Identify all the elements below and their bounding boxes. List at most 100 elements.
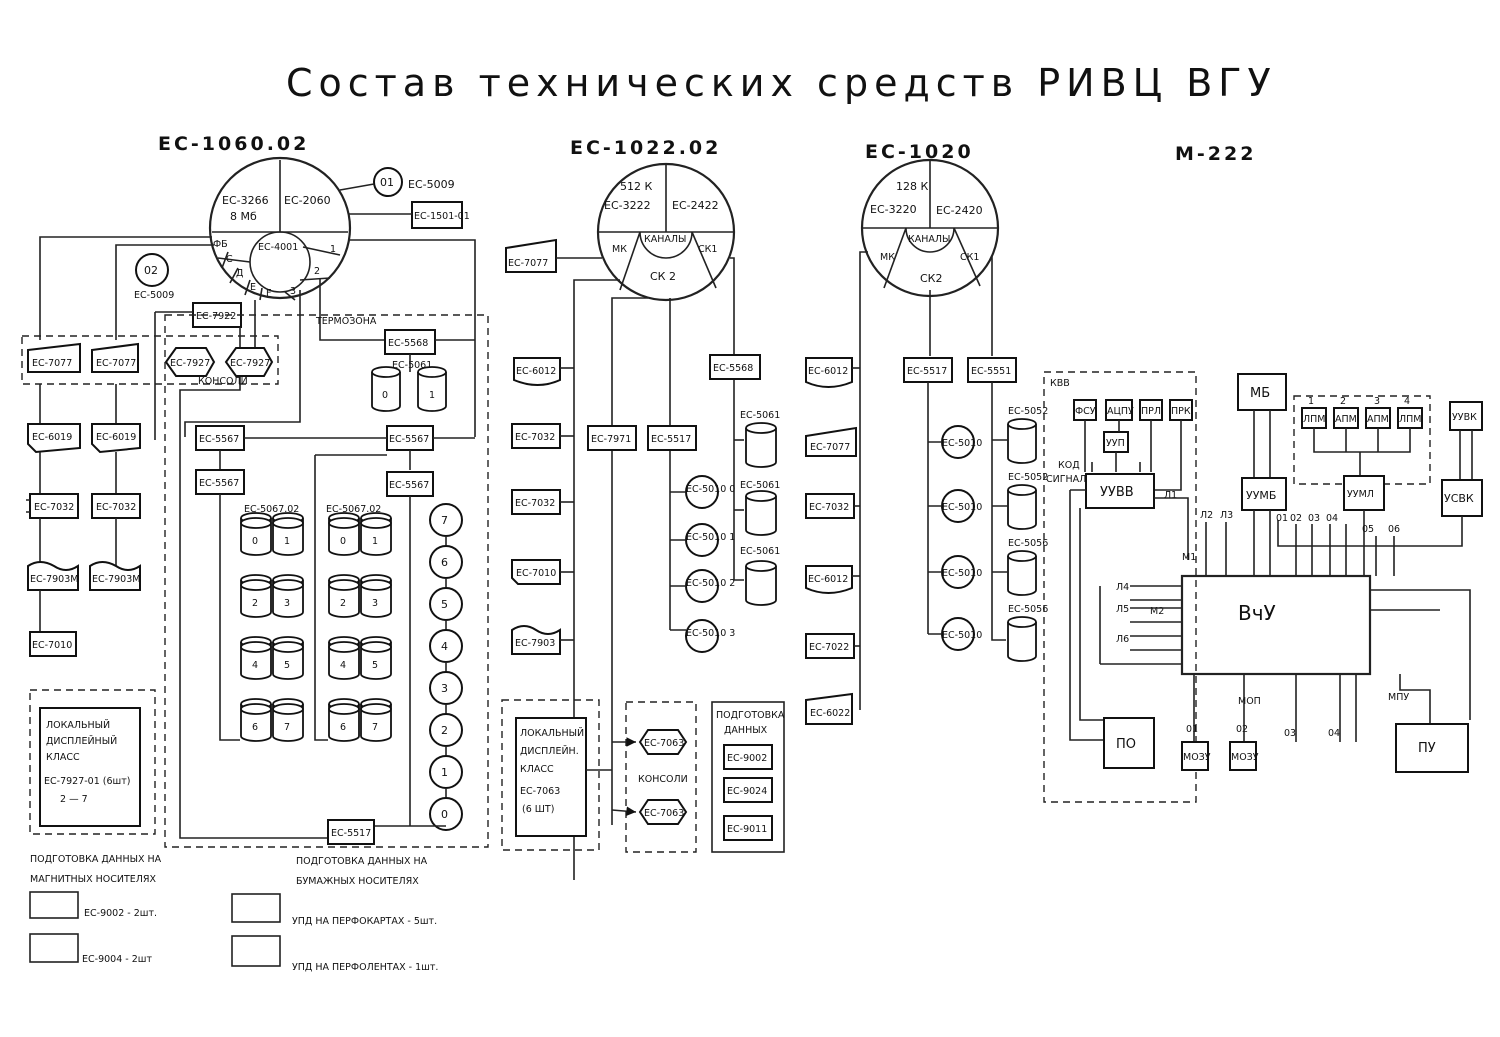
- termozona-frame: [164, 314, 489, 848]
- label-po: ПО: [1116, 737, 1136, 752]
- label-es7903c: ЕС-7903: [515, 638, 555, 649]
- label-es5010g: ЕС-5010: [942, 568, 982, 579]
- legend-mag-title-a: ПОДГОТОВКА ДАННЫХ НА: [30, 854, 162, 865]
- label-l6: Л6: [1116, 634, 1129, 645]
- label-es5567d: ЕС-5567: [389, 480, 429, 491]
- label-local1-range: 2 — 7: [60, 794, 88, 805]
- drum-label: 4: [441, 640, 448, 653]
- cpu1022-mem: ЕС-3222: [604, 199, 651, 212]
- label-apu: АЦПУ: [1107, 406, 1134, 417]
- label-es5010e: ЕС-5010: [942, 438, 982, 449]
- device-02-circle: [135, 253, 169, 287]
- disk-label: 0: [340, 536, 346, 547]
- label-es5056a: ЕС-5056: [1008, 538, 1048, 549]
- label-es7063b: ЕС-7063: [644, 808, 684, 819]
- cpu1060-channels: ЕС-4001: [258, 242, 298, 253]
- label-local2-dev: ЕС-7063: [520, 786, 560, 797]
- section-es1060: ЕС-1060.02: [158, 133, 309, 155]
- label-l1: Л1: [1164, 490, 1177, 501]
- label-es7010b: ЕС-7010: [516, 568, 556, 579]
- disk-pack: 6: [240, 698, 272, 742]
- drums-5010-1022: [685, 475, 719, 653]
- cpu1022-mk: МК: [612, 244, 627, 255]
- legend-mag-title-b: МАГНИТНЫХ НОСИТЕЛЯХ: [30, 874, 157, 885]
- disk-pack: 3: [360, 574, 392, 618]
- disk-label: 7: [372, 722, 378, 733]
- label-es5067a: ЕС-5067.02: [244, 504, 299, 515]
- label-es5061d: ЕС-5061: [740, 546, 780, 557]
- label-es5061a: ЕС-5061: [392, 360, 432, 371]
- label-prl: ПРЛ: [1141, 406, 1161, 417]
- label-es6019a: ЕС-6019: [32, 432, 72, 443]
- disk-label: 7: [284, 722, 290, 733]
- prep-title-b: ДАННЫХ: [724, 725, 768, 736]
- label-es7927b: ЕС-7927: [230, 358, 270, 369]
- section-es1022: ЕС-1022.02: [570, 137, 721, 159]
- label-m1: М1: [1182, 552, 1196, 563]
- legend-box-mag2: [29, 933, 79, 963]
- label-es7077d: ЕС-7077: [810, 442, 850, 453]
- label-apm-c: АПМ: [1367, 414, 1389, 425]
- cpu1060-size: 8 Мб: [230, 210, 257, 223]
- cpu-es1020: 128 К ЕС-3220 ЕС-2420 МК КАНАЛЫ СК1 СК2: [860, 158, 1000, 298]
- label-o3: 03: [1308, 513, 1320, 524]
- label-es5010h: ЕС-5010: [942, 630, 982, 641]
- label-apm-a: ЛПМ: [1303, 414, 1325, 425]
- label-es7032a: ЕС-7032: [34, 502, 74, 513]
- label-uuvk: УУВК: [1452, 412, 1477, 423]
- cpu1020-size: 128 К: [896, 180, 928, 193]
- disk-label: 1: [284, 536, 290, 547]
- label-consoles1: КОНСОЛИ: [198, 376, 248, 387]
- cpu1022-sk1: СК1: [698, 244, 717, 255]
- prep-title-a: ПОДГОТОВКА: [716, 710, 785, 721]
- drum-unit: 3: [429, 671, 463, 705]
- label-b04: 04: [1328, 728, 1340, 739]
- label-es5009b: ЕС-5009: [134, 290, 174, 301]
- legend-box-paper2: [231, 935, 281, 967]
- label-mop: МОП: [1238, 696, 1261, 707]
- svg-text:0: 0: [382, 390, 388, 401]
- label-l2: Л2: [1200, 510, 1213, 521]
- label-es5009a: ЕС-5009: [408, 178, 455, 191]
- legend-box-mag1: [29, 891, 79, 919]
- label-apm-b: АПМ: [1335, 414, 1357, 425]
- cpu1060-seg1: 1: [330, 244, 336, 255]
- drum-unit: 0: [429, 797, 463, 831]
- cpu-es1060: ЕС-3266 8 Мб ЕС-2060 ЕС-4001 1 2 3 ФБ С …: [208, 156, 352, 301]
- disk-pack: 0: [328, 512, 360, 556]
- label-fsu: ФСУ: [1075, 406, 1096, 417]
- local2-title-b: ДИСПЛЕЙН.: [520, 745, 579, 757]
- label-local1-dev: ЕС-7927-01 (6шт): [44, 776, 130, 787]
- label-uvsk: УСВК: [1444, 492, 1474, 505]
- legend-mag1: ЕС-9002 - 2шт.: [84, 908, 157, 919]
- disk-pack: 5: [360, 636, 392, 680]
- local1-title-b: ДИСПЛЕЙНЫЙ: [46, 735, 117, 747]
- svg-text:1: 1: [429, 390, 435, 401]
- disk-pack: 1: [272, 512, 304, 556]
- label-lpm2: 2: [1340, 396, 1346, 407]
- label-es6012a: ЕС-6012: [516, 366, 556, 377]
- disk-label: 5: [284, 660, 290, 671]
- drum-label: 7: [441, 514, 448, 527]
- page-title: Состав технических средств РИВЦ ВГУ: [286, 61, 1277, 105]
- label-b01: 01: [1186, 724, 1198, 735]
- label-es7077b: ЕС-7077: [96, 358, 136, 369]
- label-o2: 02: [1290, 513, 1302, 524]
- label-es6012b: ЕС-6012: [808, 366, 848, 377]
- label-es5010b: ЕС-5010 1: [686, 532, 735, 543]
- cpu1022-size: 512 К: [620, 180, 652, 193]
- disk-label: 0: [252, 536, 258, 547]
- drum-label: 1: [441, 766, 448, 779]
- label-mb: МБ: [1250, 386, 1270, 401]
- label-pu: ПУ: [1418, 741, 1436, 756]
- kvv-frame: [1043, 371, 1197, 803]
- label-es5568a: ЕС-5568: [388, 338, 428, 349]
- section-es1020: ЕС-1020: [865, 141, 974, 163]
- legend-paper1: УПД НА ПЕРФОКАРТАХ - 5шт.: [292, 916, 437, 927]
- disk-pack-5061a: 0 1: [371, 366, 447, 412]
- disk-label: 5: [372, 660, 378, 671]
- label-es5567b: ЕС-5567: [389, 434, 429, 445]
- disk-label: 2: [340, 598, 346, 609]
- cpu1060-mem: ЕС-3266: [222, 194, 269, 207]
